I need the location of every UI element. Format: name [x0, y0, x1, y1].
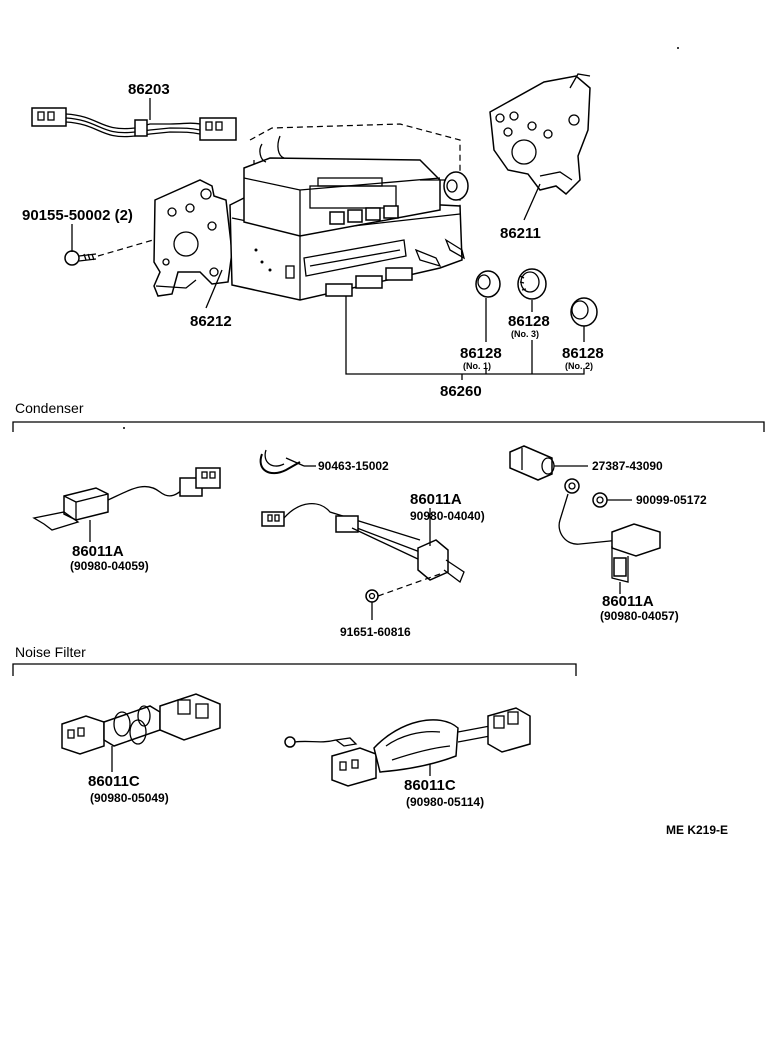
condenser-86011a-b	[261, 503, 465, 597]
condenser-86011a-c	[558, 478, 661, 583]
section-noise-filter: Noise Filter	[15, 644, 86, 660]
bracket-86211	[489, 73, 591, 196]
section-condenser: Condenser	[15, 400, 84, 416]
clamp-90463	[259, 449, 305, 475]
knob-86128-no2	[570, 297, 598, 327]
label-86128-no1: 86128	[460, 345, 502, 362]
label-cond-a-sub: (90980-04059)	[70, 559, 149, 573]
noise-filter-86011c-b	[284, 707, 531, 787]
condenser-86011a-a	[32, 467, 221, 531]
label-cond-b-num: 86011A	[410, 491, 462, 508]
label-86128-no3-sub: (No. 3)	[511, 329, 539, 339]
knob-86128-no3	[517, 268, 547, 300]
label-86203: 86203	[128, 81, 170, 98]
bracket-86212	[153, 179, 233, 297]
knob-86128-no1	[475, 270, 501, 298]
label-cond-c-num: 86011A	[602, 593, 654, 610]
nut-90099	[592, 492, 608, 508]
label-nf-a-num: 86011C	[88, 773, 140, 790]
label-91651: 91651-60816	[340, 625, 411, 639]
label-86128-no2-sub: (No. 2)	[565, 361, 593, 371]
label-27387: 27387-43090	[592, 459, 663, 473]
label-90463: 90463-15002	[318, 459, 389, 473]
label-nf-a-sub: (90980-05049)	[90, 791, 169, 805]
label-86128-no2: 86128	[562, 345, 604, 362]
label-86211: 86211	[500, 225, 541, 242]
label-nf-b-sub: (90980-05114)	[406, 795, 484, 809]
label-86128-no1-sub: (No. 1)	[463, 361, 491, 371]
label-cond-a-num: 86011A	[72, 543, 124, 560]
label-cond-b-sub: 90980-04040)	[410, 509, 485, 523]
plug-27387	[509, 445, 555, 481]
radio-unit	[229, 123, 469, 301]
diagram-code: ME K219-E	[666, 823, 728, 837]
noise-filter-86011c-a	[61, 693, 221, 755]
label-86212: 86212	[190, 313, 232, 330]
bolt-91651	[365, 589, 379, 603]
label-86128-no3: 86128	[508, 313, 550, 330]
label-nf-b-num: 86011C	[404, 777, 456, 794]
label-90099: 90099-05172	[636, 493, 707, 507]
screw-90155	[64, 237, 161, 266]
label-90155: 90155-50002 (2)	[22, 207, 133, 224]
wire-harness-86203	[31, 107, 237, 141]
label-cond-c-sub: (90980-04057)	[600, 609, 679, 623]
label-86260: 86260	[440, 383, 482, 400]
